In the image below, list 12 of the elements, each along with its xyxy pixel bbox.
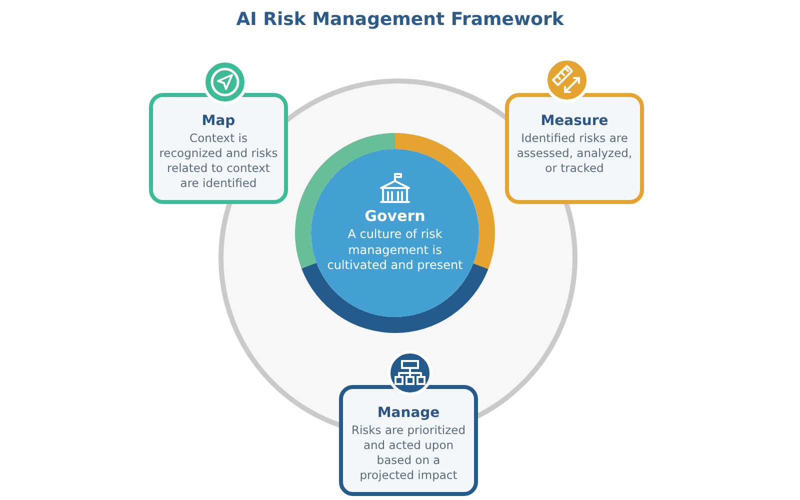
heading: Measure <box>540 113 608 129</box>
step-card <box>505 93 644 204</box>
description: A culture of risk management is cultivated and present <box>326 227 464 274</box>
heading: Map <box>202 113 236 129</box>
step-card <box>339 385 478 496</box>
step-card <box>149 93 288 204</box>
title: AI Risk Management Framework <box>235 9 565 30</box>
description: Risks are prioritized and acted upon based on a projected impact <box>350 423 467 483</box>
heading: Manage <box>377 405 440 421</box>
heading: Govern <box>364 207 426 225</box>
description: Identified risks are assessed, analyzed, or tracked <box>516 131 634 176</box>
description: Context is recognized and risks related to context are identified <box>159 131 278 191</box>
